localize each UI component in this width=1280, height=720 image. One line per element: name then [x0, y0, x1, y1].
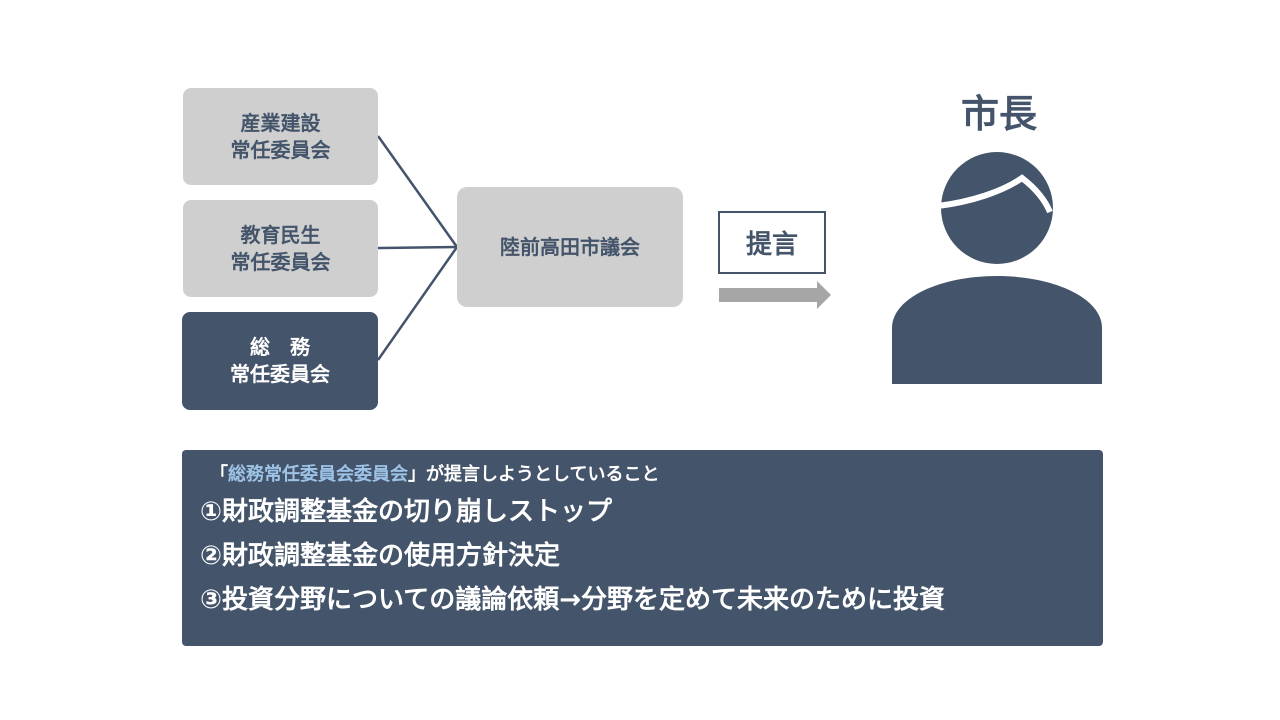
committee-kyoiku-box: 教育民生 常任委員会	[183, 200, 378, 297]
committee-sangyo-line1: 産業建設	[240, 110, 321, 135]
committee-somu-line1: 総 務	[250, 335, 310, 359]
committee-sangyo-line2: 常任委員会	[230, 137, 331, 162]
person-icon	[892, 152, 1102, 384]
summary-heading-close: 」	[408, 464, 426, 485]
committee-kyoiku-line2: 常任委員会	[230, 249, 331, 274]
person-hair-line	[937, 174, 1053, 214]
connector-somu	[376, 246, 459, 361]
summary-heading: 「総務常任委員会委員会」が提言しようとしていること	[210, 460, 1103, 490]
mayor-title: 市長	[960, 92, 1037, 136]
city-council-box: 陸前高田市議会	[457, 187, 683, 307]
summary-heading-highlight: 総務常任委員会委員会	[228, 464, 408, 485]
person-body	[892, 276, 1102, 384]
committee-sangyo-box: 産業建設 常任委員会	[183, 88, 378, 185]
proposal-arrow	[719, 281, 831, 309]
proposal-label: 提言	[718, 211, 826, 274]
person-head	[941, 152, 1053, 264]
committee-somu-line2: 常任委員会	[230, 362, 330, 386]
city-council-label: 陸前高田市議会	[500, 234, 640, 259]
summary-panel: 「総務常任委員会委員会」が提言しようとしていること ①財政調整基金の切り崩しスト…	[182, 450, 1103, 646]
summary-item-2: ②財政調整基金の使用方針決定	[200, 541, 561, 571]
committee-kyoiku-line1: 教育民生	[240, 222, 321, 247]
summary-heading-rest: が提言しようとしていること	[426, 464, 660, 485]
committee-somu-box: 総 務 常任委員会	[182, 312, 378, 410]
summary-item-1: ①財政調整基金の切り崩しストップ	[200, 497, 613, 527]
connector-sangyo	[376, 135, 459, 248]
summary-item-3: ③投資分野についての議論依頼→分野を定めて未来のために投資	[200, 585, 946, 615]
connector-kyoiku	[377, 245, 458, 250]
summary-heading-open: 「	[210, 464, 228, 485]
